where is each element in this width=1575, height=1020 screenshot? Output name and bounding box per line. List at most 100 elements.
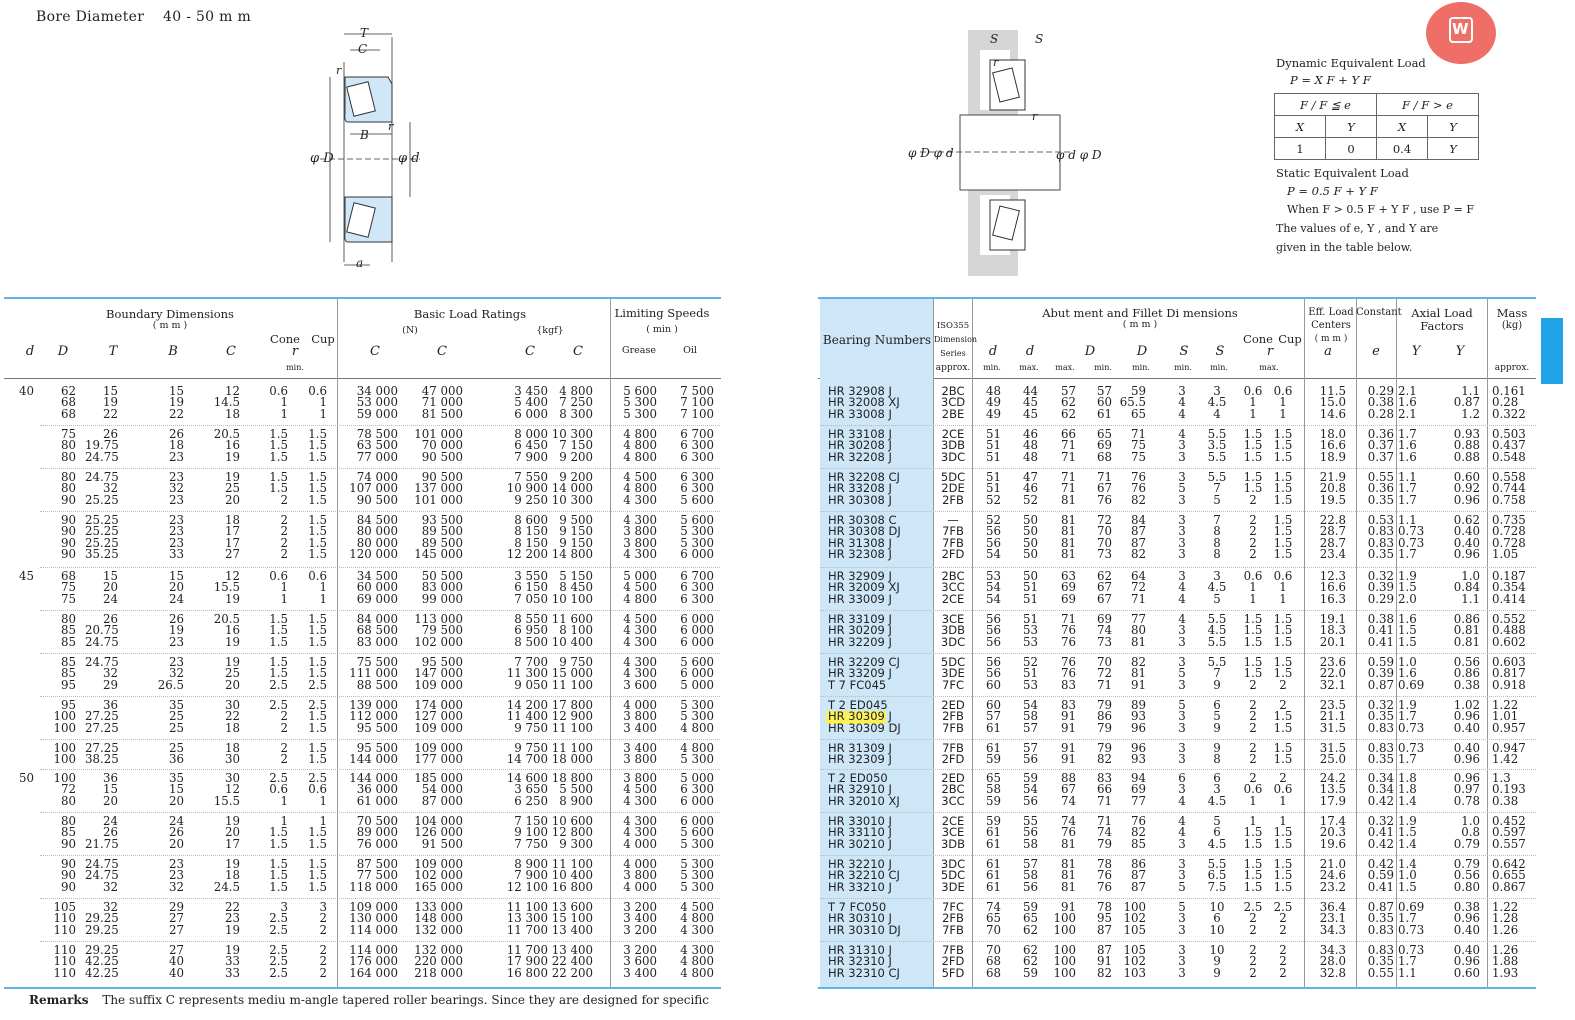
hdr-n: (N) [402,325,418,336]
cell-Sb-g12: 5.5 6.5 7.5 [1207,857,1227,894]
cell-Sa-g12: 3 3 5 [1178,857,1186,894]
cell-Y1-g5: 1.9 1.5 2.0 [1398,569,1417,606]
cell-oil-g4: 5 600 5 300 5 300 6 000 [680,513,714,562]
group-divider [40,425,720,426]
hdr-grease: Grease [622,345,656,356]
hdr-min3: min. [1132,363,1150,372]
cell-Crk-g8: 14 200 11 400 9 750 [506,698,548,735]
cell-Cork-g14: 13 400 22 400 22 200 [551,943,593,980]
cell-e-g7: 0.59 0.39 0.87 [1367,655,1394,692]
cell-da-g11: 59 61 61 [985,814,1001,851]
cell-a-g12: 21.0 24.6 23.2 [1319,857,1346,894]
cell-Cr-g10: 144 000 36 000 61 000 [349,771,398,808]
cell-rcup-g6: 1.5 1.5 1.5 [308,612,327,649]
cell-Y0-g10: 0.96 0.97 0.78 [1453,771,1480,808]
cell-db-g2: 46 48 48 [1022,427,1038,464]
cell-Y0-g8: 1.02 0.96 0.40 [1453,698,1480,735]
cell-C-g14: 19 33 33 [224,943,240,980]
cell-grease-g11: 4 300 4 300 4 000 [623,814,657,851]
cell-grease-g8: 4 000 3 800 3 400 [623,698,657,735]
cell-Y1-g14: 0.73 1.7 1.1 [1398,943,1425,980]
cell-e-g14: 0.83 0.35 0.55 [1367,943,1394,980]
hdr-mass1: Mass [1496,306,1528,320]
cell-D-g14: 110 110 110 [53,943,76,980]
cell-Dbmin-g3: 71 67 76 [1096,470,1112,507]
cell-Dbmin-g10: 83 66 71 [1096,771,1112,808]
cell-Cor-g4: 93 500 89 500 89 500 145 000 [414,513,463,562]
cell-Cr-g12: 87 500 77 500 118 000 [349,857,398,894]
scrollbar-thumb[interactable] [1541,318,1563,384]
cell-Y0-g14: 0.40 0.96 0.60 [1453,943,1480,980]
cell-T-g5: 15 20 24 [102,569,118,606]
sep6 [1356,299,1357,987]
cell-rcone-g13: 3 2.5 2.5 [269,900,288,937]
cell-Cork-g12: 11 100 10 400 16 800 [551,857,593,894]
cell-iso-g6: 3CE 3DB 3DC [940,612,966,649]
dynamic-title: Dynamic Equivalent Load [1276,56,1426,70]
cell-Sa-g8: 5 3 3 [1178,698,1186,735]
cell-Db-g12: 86 87 87 [1130,857,1146,894]
cell-Dbmin-g5: 62 67 67 [1096,569,1112,606]
cell-rcone-g4: 2 2 2 2 [280,513,288,562]
cell-da-g12: 61 61 61 [985,857,1001,894]
cell-racone-g2: 1.5 1.5 1.5 [1243,427,1263,464]
hdr-cup: Cup [311,332,335,346]
hdr-Cor: C [437,344,447,359]
cell-grease-g14: 3 200 3 600 3 400 [623,943,657,980]
cell-mass-g7: 0.603 0.817 0.918 [1492,655,1526,692]
cell-da-g7: 56 56 60 [985,655,1001,692]
x-head: X [1274,115,1326,138]
remarks: Remarks The suffix C represents mediu m-… [29,993,709,1007]
cell-grease-g12: 4 000 3 800 4 000 [623,857,657,894]
cell-d-g1: 40 [18,384,34,398]
cell-a-g7: 23.6 22.0 32.1 [1319,655,1346,692]
cell-Cor-g12: 109 000 102 000 165 000 [414,857,463,894]
hdr-eff1: Eff. Load [1308,307,1354,318]
cell-a-g13: 36.4 23.1 34.3 [1319,900,1346,937]
cell-Dbmin-g2: 65 69 68 [1096,427,1112,464]
app-badge-icon[interactable]: W [1426,2,1496,64]
cell-racup-g14: 2 2 2 [1279,943,1287,980]
cell-Da-g12: 81 81 81 [1060,857,1076,894]
group-divider [40,855,720,856]
cell-Cr-g9: 95 500 144 000 [349,741,398,767]
cell-mass-g6: 0.552 0.488 0.602 [1492,612,1526,649]
cell-Sa-g1: 3 4 4 [1178,384,1186,421]
cell-Crk-g2: 8 000 6 450 7 900 [514,427,548,464]
cell-e-g5: 0.32 0.39 0.29 [1367,569,1394,606]
cell-da-g8: 60 57 61 [985,698,1001,735]
hdr-eff-a: a [1324,344,1332,359]
hdr-axial2: Factors [1420,319,1464,333]
title-range: 40 - 50 m m [163,9,252,25]
cell-Sb-g3: 5.5 7 5 [1207,470,1227,507]
cell-C-g3: 19 25 20 [224,470,240,507]
cell-Sa-g13: 5 3 3 [1178,900,1186,937]
group-divider [40,511,720,512]
cell-Da-g13: 91 100 100 [1053,900,1076,937]
hdr-da: d [988,344,998,359]
hdr-boundary-unit: ( m m ) [152,320,188,331]
group-divider [40,769,720,770]
group-divider [820,739,1536,740]
group-divider [40,468,720,469]
cell-Da-g3: 71 71 81 [1060,470,1076,507]
cell-Cr-g2: 78 500 63 500 77 000 [356,427,398,464]
sep5 [1304,299,1305,987]
cell-iso-g1: 2BC 3CD 2BE [940,384,966,421]
cell-Sa-g6: 4 3 3 [1178,612,1186,649]
cell-racone-g7: 1.5 1.5 2 [1243,655,1263,692]
cell-D-g9: 100 100 [53,741,76,767]
cell-iso-g3: 5DC 2DE 2FB [940,470,966,507]
cell-Cork-g1: 4 800 7 250 8 300 [559,384,593,421]
cell-B-g2: 26 18 23 [168,427,184,464]
hdr-basic: Basic Load Ratings [413,307,527,321]
cell-C-g4: 18 17 17 27 [224,513,240,562]
cell-Sb-g13: 10 6 10 [1209,900,1225,937]
static-formula: P = 0.5 F + Y F [1287,184,1378,198]
cell-Cork-g11: 10 600 12 800 9 300 [551,814,593,851]
label-r: r [336,64,342,77]
cell-Dbmin-g7: 70 72 71 [1096,655,1112,692]
cell-Da-g4: 81 81 81 81 [1060,513,1076,562]
cell-racup-g11: 1 1.5 1.5 [1273,814,1293,851]
group-divider [40,653,720,654]
